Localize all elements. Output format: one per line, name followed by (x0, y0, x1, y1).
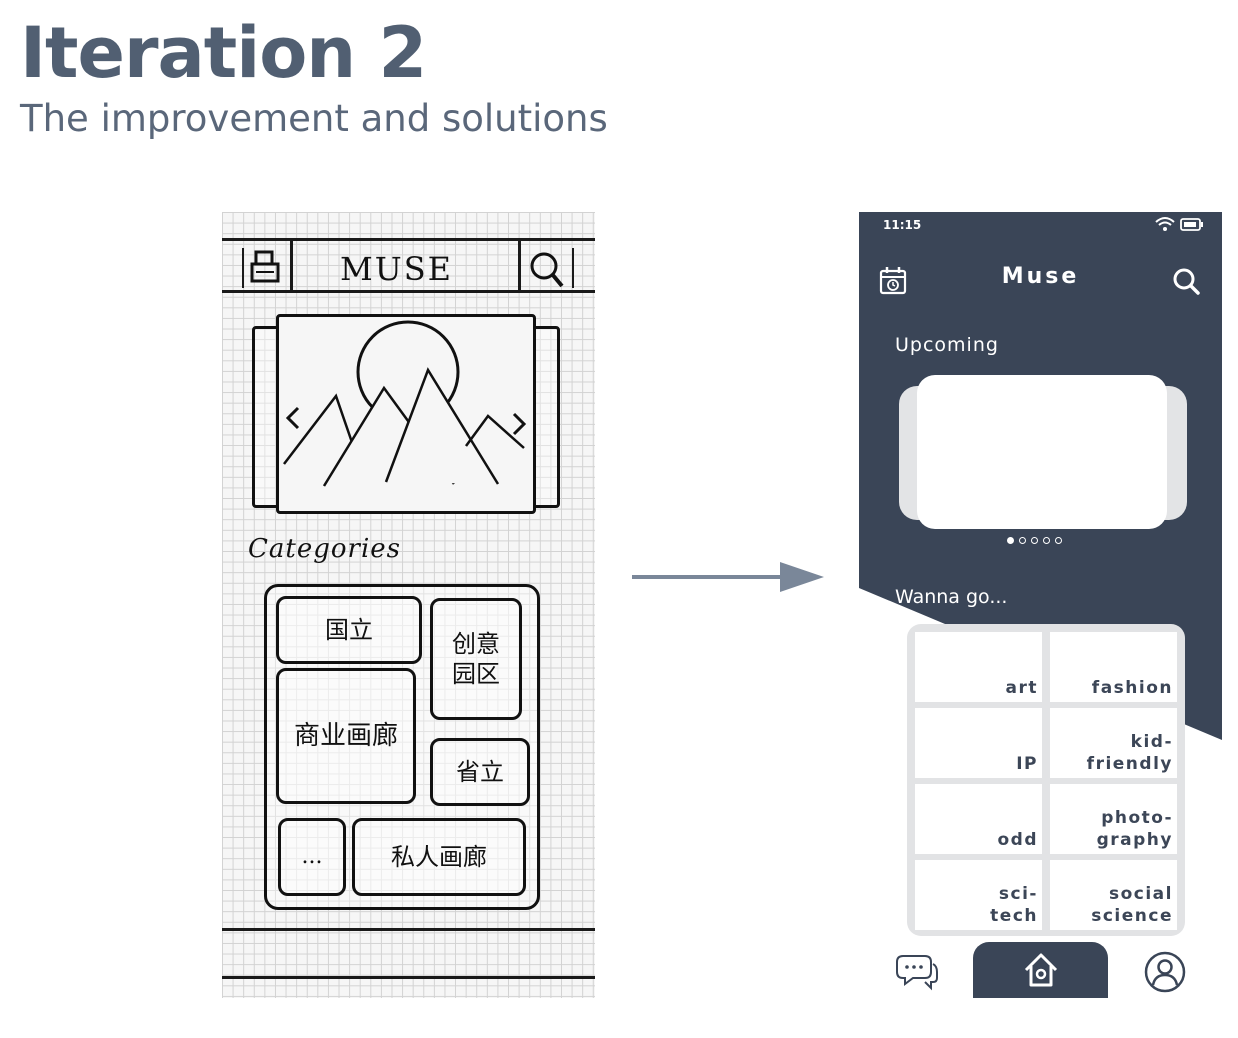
search-icon[interactable] (1171, 266, 1201, 296)
category-odd[interactable]: odd (915, 784, 1042, 854)
carousel-dots[interactable] (1007, 537, 1062, 544)
sketch-banner-image-icon (283, 320, 527, 487)
sketch-line (290, 238, 293, 292)
category-grid-frame: art fashion IP kid- friendly odd photo- … (907, 624, 1185, 936)
category-fashion[interactable]: fashion (1050, 632, 1177, 702)
transition-arrow-icon (632, 562, 824, 592)
carousel-dot[interactable] (1055, 537, 1062, 544)
sketch-line (222, 290, 595, 293)
sketch-category-item: 国立 (276, 596, 422, 664)
sketch-calendar-icon (250, 250, 280, 283)
sketch-line (222, 928, 595, 931)
sketch-categories-label: Categories (248, 534, 401, 564)
category-photography[interactable]: photo- graphy (1050, 784, 1177, 854)
carousel-dot[interactable] (1007, 537, 1014, 544)
sketch-category-item: 省立 (430, 738, 530, 806)
sketch-category-item: ... (278, 818, 346, 896)
page-title: Iteration 2 (20, 12, 427, 94)
chat-icon[interactable] (895, 950, 939, 992)
sketch-line (242, 248, 244, 288)
sketch-line (572, 248, 574, 288)
sketch-category-item: 创意园区 (430, 598, 522, 720)
sketch-category-item: 商业画廊 (276, 668, 416, 804)
category-grid: art fashion IP kid- friendly odd photo- … (915, 632, 1177, 930)
paper-sketch: MUSE Categories 国立 创意园区 商业画廊 省立 ... 私人画廊 (222, 212, 595, 998)
sketch-category-item: 私人画廊 (352, 818, 526, 896)
profile-icon[interactable] (1143, 950, 1187, 994)
status-time: 11:15 (883, 218, 922, 232)
carousel-dot[interactable] (1043, 537, 1050, 544)
carousel-dot[interactable] (1031, 537, 1038, 544)
category-kid-friendly[interactable]: kid- friendly (1050, 708, 1177, 778)
category-social-science[interactable]: social science (1050, 860, 1177, 930)
carousel-dot[interactable] (1019, 537, 1026, 544)
status-icons (1155, 217, 1203, 231)
category-art[interactable]: art (915, 632, 1042, 702)
sketch-app-name: MUSE (340, 250, 454, 288)
calendar-history-icon[interactable] (879, 266, 909, 296)
bottom-nav (859, 942, 1222, 1002)
category-sci-tech[interactable]: sci- tech (915, 860, 1042, 930)
upcoming-label: Upcoming (895, 334, 999, 356)
sketch-line (222, 238, 595, 241)
carousel-card[interactable] (917, 375, 1167, 529)
sketch-line (518, 238, 521, 292)
home-icon[interactable] (1021, 950, 1061, 990)
wifi-icon (1155, 217, 1175, 231)
page-subtitle: The improvement and solutions (20, 97, 608, 140)
wanna-go-label: Wanna go... (895, 586, 1008, 608)
phone-mockup: 11:15 Muse Upcoming Wanna go... art fash… (859, 212, 1222, 1002)
sketch-search-icon (530, 252, 564, 288)
app-title: Muse (1001, 264, 1080, 289)
category-ip[interactable]: IP (915, 708, 1042, 778)
sketch-line (222, 976, 595, 979)
sketch-category-frame (264, 584, 540, 910)
nav-home-tab[interactable] (973, 942, 1108, 998)
battery-icon (1180, 218, 1203, 231)
